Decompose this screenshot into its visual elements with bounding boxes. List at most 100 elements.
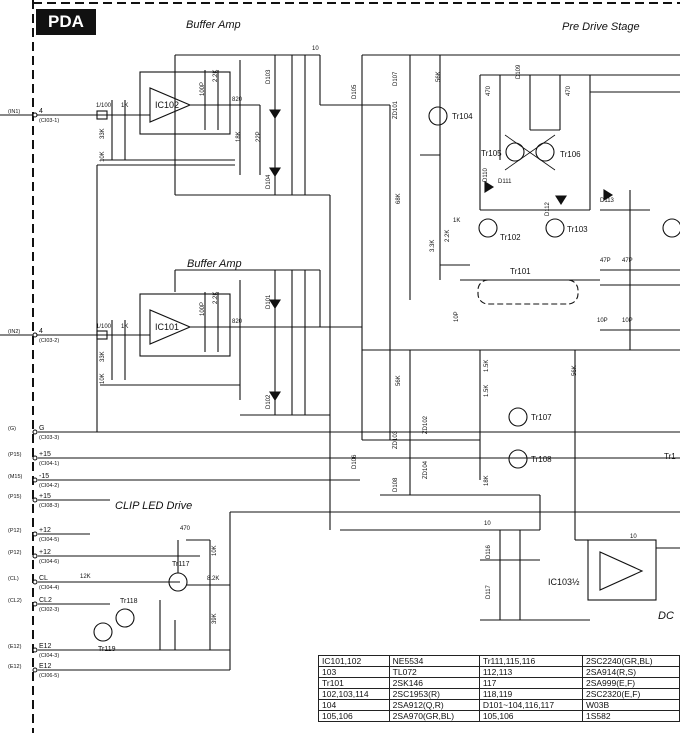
r33k-b-label: 33K xyxy=(100,351,106,362)
r820-a-label: 820 xyxy=(232,97,243,103)
terminal-net-3: (P15) xyxy=(8,452,22,458)
table-cell: NE5534 xyxy=(388,655,480,667)
r18k-b-label: 18K xyxy=(484,475,490,486)
c10p-c-label: 10P xyxy=(454,311,460,322)
terminal-node-5 xyxy=(32,497,38,503)
terminal-pin-2: G xyxy=(39,425,44,432)
table-cell: 2SC2320(E,F) xyxy=(581,688,680,700)
d108-label: D108 xyxy=(393,477,399,492)
r10k-a-label: 10K xyxy=(100,151,106,162)
zd103-label: ZD103 xyxy=(393,430,399,449)
terminal-net-5: (P15) xyxy=(8,494,22,500)
tr-edge-symbol xyxy=(662,218,680,238)
d105-label: D105 xyxy=(352,84,358,99)
r82k-label: 8.2K xyxy=(207,576,219,582)
c47p-a-label: 47P xyxy=(600,258,611,264)
tr106-label: Tr106 xyxy=(560,150,581,159)
terminal-node-10 xyxy=(32,647,38,653)
r10-top-label: 10 xyxy=(312,46,319,52)
section-tag: PDA xyxy=(36,9,96,35)
r56k-c-label: 56K xyxy=(572,365,578,376)
terminal-node-9 xyxy=(32,601,38,607)
ic103-label: IC103½ xyxy=(548,577,580,587)
terminal-net-8: (CL) xyxy=(8,576,19,582)
terminal-net-7: (P12) xyxy=(8,550,22,556)
r56k-b-label: 56K xyxy=(396,375,402,386)
zd104-label: ZD104 xyxy=(423,460,429,479)
r1k-a-label: 1K xyxy=(121,103,128,109)
ic101-opamp-symbol xyxy=(149,309,192,345)
r470-c-label: 470 xyxy=(180,526,191,532)
terminal-net-11: (E12) xyxy=(8,664,22,670)
tr117-label: Tr117 xyxy=(172,561,190,568)
r22k-a-label: 2.2K xyxy=(213,70,219,82)
c1-100-b-label: 1/100 xyxy=(96,324,112,330)
table-cell: 2SC2240(GR,BL) xyxy=(581,655,680,667)
r10k-c-label: 10K xyxy=(212,545,218,556)
terminal-conn-8: (CI04-4) xyxy=(39,585,59,591)
terminal-conn-9: (CI02-3) xyxy=(39,607,59,613)
terminal-net-9: (CL2) xyxy=(8,598,22,604)
terminal-conn-10: (CI04-3) xyxy=(39,653,59,659)
r1k-c-label: 1K xyxy=(453,218,460,224)
tr-edge-label: Tr1 xyxy=(664,452,676,461)
table-cell: 2SC1953(R) xyxy=(388,688,480,700)
r15k-a-label: 1.5K xyxy=(484,360,490,372)
title-buffer-amp-2: Buffer Amp xyxy=(187,258,242,270)
tr107-symbol xyxy=(508,407,528,427)
c22p-a-label: 22P xyxy=(256,131,262,142)
table-cell: 2SA914(R,S) xyxy=(581,666,680,678)
tr105-label: Tr105 xyxy=(481,149,502,158)
d107-label: D107 xyxy=(393,71,399,86)
r1k-b-label: 1K xyxy=(121,324,128,330)
c47p-b-label: 47P xyxy=(622,258,633,264)
terminal-pin-6: +12 xyxy=(39,527,51,534)
tr107-label: Tr107 xyxy=(531,413,552,422)
terminal-pin-5: +15 xyxy=(39,493,51,500)
ic102-opamp-symbol xyxy=(149,87,192,123)
zd102-label: ZD102 xyxy=(423,415,429,434)
terminal-conn-1: (CI03-2) xyxy=(39,338,59,344)
buffer-amp-1 xyxy=(0,54,390,530)
table-cell: 105,106 xyxy=(318,710,390,722)
table-cell: 117 xyxy=(478,677,583,689)
r10k-b-label: 10K xyxy=(100,373,106,384)
title-pre-drive: Pre Drive Stage xyxy=(562,21,640,33)
terminal-pin-4: -15 xyxy=(39,473,49,480)
tr101-label: Tr101 xyxy=(510,267,531,276)
ic102-label: IC102 xyxy=(155,100,179,110)
tr118-label: Tr118 xyxy=(120,598,138,605)
tr101-dual-fet xyxy=(477,279,579,305)
d117-label: D117 xyxy=(486,584,492,599)
terminal-pin-7: +12 xyxy=(39,549,51,556)
terminal-pin-3: +15 xyxy=(39,451,51,458)
terminal-node-7 xyxy=(32,553,38,559)
tr105-symbol xyxy=(505,142,525,162)
terminal-node-2 xyxy=(32,429,38,435)
d102-label: D102 xyxy=(266,394,272,409)
table-cell: 1S582 xyxy=(581,710,680,722)
table-cell: IC101,102 xyxy=(318,655,390,667)
terminal-net-2: (G) xyxy=(8,426,16,432)
ic101-label: IC101 xyxy=(155,322,179,332)
terminal-conn-2: (CI03-3) xyxy=(39,435,59,441)
c10p-a-label: 10P xyxy=(597,318,608,324)
terminal-net-1: (IN2) xyxy=(8,329,20,335)
table-cell: 104 xyxy=(318,699,390,711)
r22k-c-label: 2.2K xyxy=(445,230,451,242)
r10-c-label: 10 xyxy=(630,534,637,540)
terminal-pin-11: E12 xyxy=(39,663,52,670)
dc-servo xyxy=(480,530,680,621)
terminal-node-6 xyxy=(32,531,38,537)
tr119-label: Tr119 xyxy=(98,646,116,653)
table-cell: 112,113 xyxy=(478,666,583,678)
terminal-conn-4: (CI04-2) xyxy=(39,483,59,489)
tr104-symbol xyxy=(428,106,448,126)
table-cell: 2SA970(GR,BL) xyxy=(388,710,480,722)
